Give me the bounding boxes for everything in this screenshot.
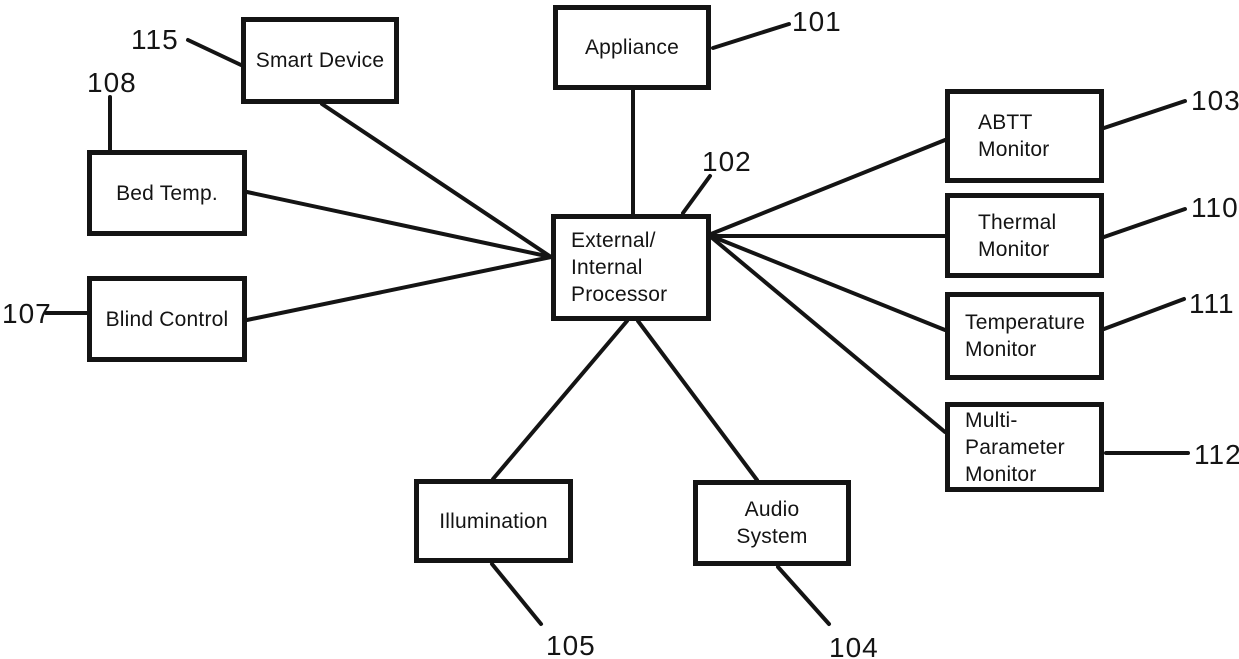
line-processor-illumination	[491, 319, 629, 481]
node-temperature-monitor: Temperature Monitor	[945, 292, 1104, 380]
leader-101-appliance	[711, 22, 791, 50]
ref-label-102: 102	[702, 146, 752, 177]
line-bed-temp-processor	[245, 190, 553, 259]
node-blind-control: Blind Control	[87, 276, 247, 362]
node-multi-parameter-monitor: Multi- Parameter Monitor	[945, 402, 1104, 492]
line-processor-audio	[636, 319, 759, 482]
leader-110-thermal	[1102, 207, 1187, 239]
ref-label-101: 101	[792, 6, 842, 37]
node-smart-device: Smart Device	[241, 17, 399, 104]
line-processor-abtt	[709, 138, 947, 236]
leader-115-smart-device	[186, 38, 243, 67]
ref-label-112: 112	[1194, 439, 1239, 470]
line-smart-device-processor	[320, 102, 553, 259]
line-processor-temperature	[709, 234, 947, 332]
ref-label-115: 115	[131, 24, 179, 55]
ref-label-108: 108	[87, 67, 137, 98]
node-abtt-monitor: ABTT Monitor	[945, 89, 1104, 183]
leader-111-temperature	[1102, 297, 1186, 331]
line-processor-multi-param	[709, 235, 947, 434]
ref-label-103: 103	[1191, 85, 1239, 116]
leader-102-processor	[681, 174, 712, 215]
leader-105-illumination	[490, 562, 543, 626]
leader-104-audio	[776, 565, 831, 626]
node-audio-system: Audio System	[693, 480, 851, 566]
ref-label-105: 105	[546, 630, 596, 659]
leader-103-abtt	[1102, 99, 1187, 130]
node-bed-temp: Bed Temp.	[87, 150, 247, 236]
ref-label-111: 111	[1189, 288, 1235, 319]
node-external-internal-processor: External/ Internal Processor	[551, 214, 711, 321]
line-blind-control-processor	[245, 255, 553, 322]
node-thermal-monitor: Thermal Monitor	[945, 193, 1104, 278]
ref-label-104: 104	[829, 632, 879, 659]
node-illumination: Illumination	[414, 479, 573, 563]
ref-label-107: 107	[2, 298, 52, 329]
node-appliance: Appliance	[553, 5, 711, 90]
ref-label-110: 110	[1191, 192, 1239, 223]
